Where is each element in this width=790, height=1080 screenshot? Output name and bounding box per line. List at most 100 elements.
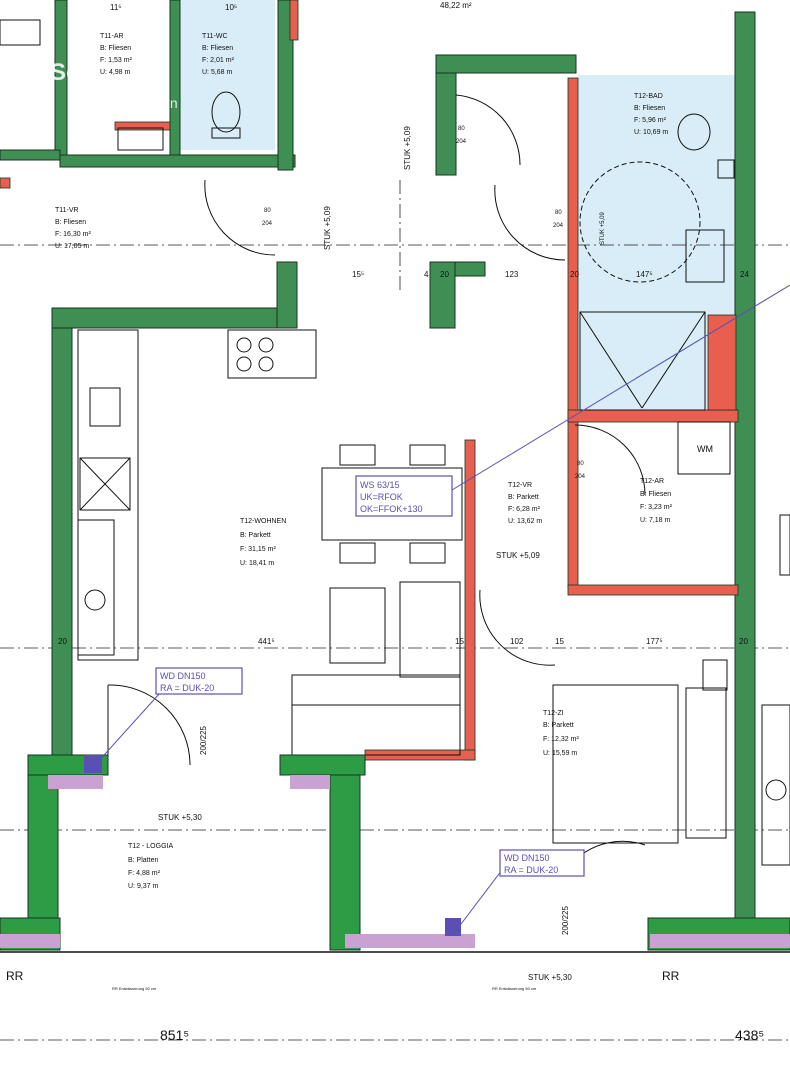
bad-fixtures — [579, 113, 735, 411]
room-name-vr12: T12-VR — [508, 482, 532, 489]
dim-frag-2: 10⁵ — [225, 3, 237, 12]
room-perim-vr12: U: 13,62 m — [508, 518, 542, 525]
door2-height: 204 — [262, 221, 273, 227]
dim-bottom-right: 438⁵ — [735, 1027, 764, 1043]
stuk-loggia: STUK +5,30 — [158, 813, 202, 822]
room-perim-ar11: U: 4,98 m — [100, 69, 131, 76]
room-perim-wohnen: U: 18,41 m — [240, 560, 274, 567]
room-area-vr12: F: 6,28 m² — [508, 506, 541, 513]
dim-top-6: 147⁵ — [636, 270, 653, 279]
dim-top-2: 4 — [424, 270, 429, 279]
room-area-zi: F: 12,32 m² — [543, 736, 579, 743]
dimensions-top-row: 15⁵ 4 20 123 20 147⁵ 24 — [352, 270, 749, 279]
room-name-loggia: T12 - LOGGIA — [128, 843, 173, 850]
room-perim-zi: U: 15,59 m — [543, 750, 577, 757]
room-area-vr11: F: 16,30 m² — [55, 231, 91, 238]
door4-width: 80 — [577, 461, 584, 467]
wc-toilet — [211, 91, 241, 133]
wm-label: WM — [697, 444, 713, 454]
dimensions-top-fragments: 11⁵ 10⁵ 48,22 m² — [110, 1, 472, 12]
room-floor-vr11: B: Fliesen — [55, 219, 86, 226]
watermark-sub: Immobilien — [110, 95, 178, 111]
wd1-line2: RA = DUK-20 — [160, 683, 214, 693]
room-floor-wc: B: Fliesen — [202, 45, 233, 52]
room-perim-vr11: U: 17,05 m — [55, 243, 89, 250]
room-name-ar11: T11-AR — [100, 33, 124, 40]
dim-mid-3: 15 — [455, 637, 464, 646]
door4-height: 204 — [575, 474, 586, 480]
ceiling-heights: STUK +5,09 STUK +5,09 STUK +5,09 STUK +5… — [158, 126, 606, 982]
stuk-bad: STUK +5,09 — [600, 211, 606, 245]
bed — [552, 684, 679, 844]
dining-table — [321, 467, 463, 541]
dim-top-5: 20 — [570, 270, 579, 279]
washing-machine — [677, 421, 731, 475]
room-area-loggia: F: 4,88 m² — [128, 870, 161, 877]
annotation-ws: WS 63/15 UK=RFOK OK=FFOK+130 — [355, 475, 453, 517]
room-name-ar12: T12-AR — [640, 478, 664, 485]
markers: RR RR RR Entwässerung 50 cm RR Entwässer… — [6, 969, 680, 991]
wd1-line1: WD DN150 — [160, 671, 206, 681]
room-floor-ar11: B: Fliesen — [100, 45, 131, 52]
living-furniture — [291, 444, 463, 756]
dim-top-7: 24 — [740, 270, 749, 279]
door3-width: 80 — [555, 210, 562, 216]
dim-mid-2: 441⁵ — [258, 637, 275, 646]
dim-mid-5: 15 — [555, 637, 564, 646]
facade — [0, 754, 790, 953]
wd2-line2: RA = DUK-20 — [504, 865, 558, 875]
stuk-bottom: STUK +5,30 — [528, 973, 572, 982]
stuk-top: STUK +5,09 — [403, 126, 412, 170]
annotation-wd2: WD DN150 RA = DUK-20 — [499, 849, 585, 877]
room-floor-ar12: B: Fliesen — [640, 491, 671, 498]
dim-top-3: 20 — [440, 270, 449, 279]
room-name-zi: T12-ZI — [543, 710, 564, 717]
room-name-wc: T11-WC — [202, 33, 228, 40]
room-perim-wc: U: 5,68 m — [202, 69, 233, 76]
room-perim-ar12: U: 7,18 m — [640, 517, 671, 524]
room-area-bad: F: 5,96 m² — [634, 117, 667, 124]
ws-line2: UK=RFOK — [360, 492, 403, 502]
axis-lines — [0, 180, 790, 1041]
dim-frag-3: 48,22 m² — [440, 1, 472, 10]
dim-zi-door: 200/225 — [561, 906, 570, 935]
stuk-mid: STUK +5,09 — [323, 206, 332, 250]
room-name-wohnen: T12-WOHNEN — [240, 518, 286, 525]
small-note-left: RR Entwässerung 50 cm — [112, 986, 157, 991]
leader-lines — [95, 284, 790, 929]
door2-width: 80 — [264, 208, 271, 214]
ws-line3: OK=FFOK+130 — [360, 504, 423, 514]
wc-fill — [180, 0, 275, 150]
room-name-bad: T12-BAD — [634, 93, 663, 100]
wc-fixtures — [0, 19, 241, 151]
shower-tray — [579, 311, 706, 411]
upper-walls — [0, 0, 577, 176]
room-area-ar12: F: 3,23 m² — [640, 504, 673, 511]
room-name-vr11: T11-VR — [55, 207, 79, 214]
door1-height: 204 — [456, 139, 467, 145]
dimensions-mid-row: 20 441⁵ 15 102 15 177⁵ 20 — [58, 637, 748, 646]
rr-left: RR — [6, 969, 24, 983]
dim-loggia-door: 200/225 — [199, 726, 208, 755]
door3-height: 204 — [553, 223, 564, 229]
room-floor-vr12: B: Parkett — [508, 494, 539, 501]
dim-mid-7: 20 — [739, 637, 748, 646]
door1-width: 80 — [458, 126, 465, 132]
room-area-wc: F: 2,01 m² — [202, 57, 235, 64]
dim-bottom-left: 851⁵ — [160, 1027, 189, 1043]
room-perim-bad: U: 10,69 m — [634, 129, 668, 136]
turning-circle — [579, 161, 701, 283]
annotation-wd1: WD DN150 RA = DUK-20 — [155, 667, 243, 695]
dim-mid-6: 177⁵ — [646, 637, 663, 646]
wd2-line1: WD DN150 — [504, 853, 550, 863]
room-labels: T11-AR B: Fliesen F: 1,53 m² U: 4,98 m T… — [55, 33, 673, 890]
small-note-center: RR Entwässerung 50 cm — [492, 986, 537, 991]
dim-mid-1: 20 — [58, 637, 67, 646]
bad-toilet — [677, 113, 711, 151]
room-floor-wohnen: B: Parkett — [240, 532, 271, 539]
dim-top-4: 123 — [505, 270, 519, 279]
room-floor-zi: B: Parkett — [543, 722, 574, 729]
coffee-table — [329, 587, 386, 664]
bedroom-furniture — [552, 421, 790, 866]
